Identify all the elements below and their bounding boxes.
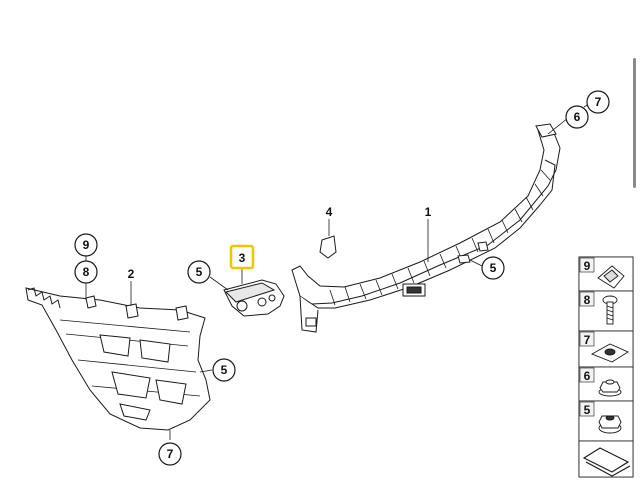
svg-text:9: 9 [584,259,591,273]
callout-7-top[interactable]: 7 [586,90,610,114]
part-2-bracket[interactable] [25,287,211,431]
svg-text:7: 7 [167,447,174,461]
svg-text:5: 5 [221,363,228,377]
callout-1[interactable]: 1 [425,205,432,219]
svg-text:9: 9 [83,238,90,252]
callout-2[interactable]: 2 [128,267,135,281]
svg-text:5: 5 [584,403,591,417]
svg-text:7: 7 [595,95,602,109]
legend-item-9[interactable]: 9 [578,256,634,292]
callout-6-top[interactable]: 6 [565,105,589,129]
clip-nut-icon [590,343,629,363]
hex-nut-icon [598,415,622,434]
callout-4[interactable]: 4 [326,205,333,219]
legend-item-5[interactable]: 5 [578,400,634,442]
legend-item-7[interactable]: 7 [578,330,634,368]
callout-7-bottom[interactable]: 7 [158,442,182,466]
svg-text:5: 5 [196,265,203,279]
part-1-bumper-carrier[interactable] [291,123,561,333]
svg-text:2: 2 [128,267,135,281]
hex-bolt-icon [598,379,622,397]
callout-5-left[interactable]: 5 [212,358,236,382]
callout-9[interactable]: 9 [74,233,98,257]
legend-item-8[interactable]: 8 [578,290,634,332]
leader-lines [85,103,590,440]
parts-list-icon[interactable] [578,440,634,478]
svg-text:8: 8 [584,293,591,307]
svg-text:4: 4 [326,205,333,219]
callout-8[interactable]: 8 [74,260,98,284]
svg-text:8: 8 [83,265,90,279]
svg-text:6: 6 [574,110,581,124]
screw-icon [602,295,618,325]
svg-text:7: 7 [584,333,591,347]
part-4-clip[interactable] [319,235,337,259]
svg-text:5: 5 [490,261,497,275]
part-3-guide[interactable] [223,279,285,317]
vertical-scrollbar[interactable] [633,58,636,188]
svg-text:1: 1 [425,205,432,219]
callout-3-highlighted[interactable]: 3 [229,244,255,270]
parts-legend: 9 8 7 [578,256,634,478]
callout-5-right[interactable]: 5 [481,256,505,280]
svg-text:6: 6 [584,369,591,383]
svg-text:3: 3 [239,251,246,265]
speed-nut-clip-icon [597,265,625,289]
callout-5-mid[interactable]: 5 [187,260,211,284]
legend-item-6[interactable]: 6 [578,366,634,402]
